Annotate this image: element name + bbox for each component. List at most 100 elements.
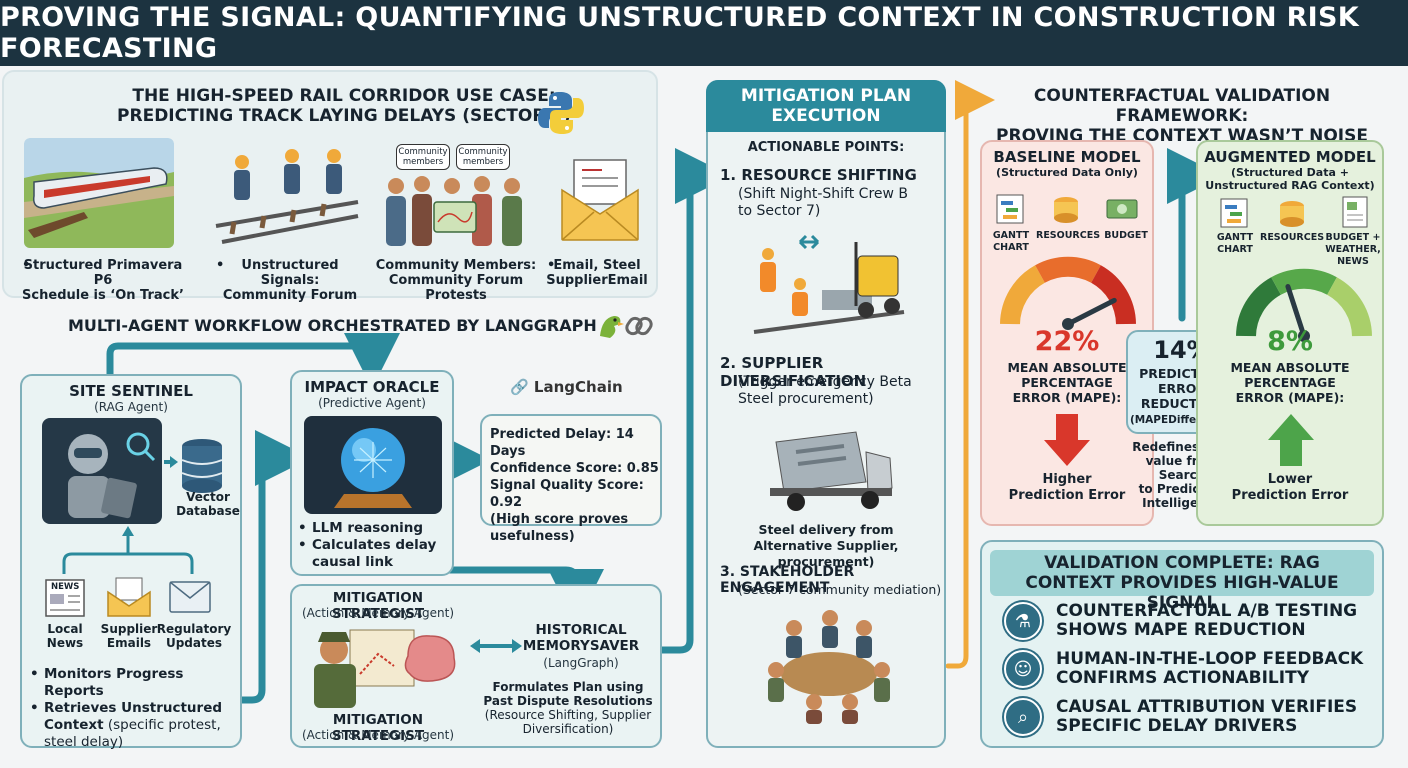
validation-complete-panel: VALIDATION COMPLETE: RAG CONTEXT PROVIDE… (980, 540, 1384, 748)
baseline-gauge (1000, 256, 1136, 330)
a-gantt-2: CHART (1217, 244, 1253, 255)
vector-database-icon (164, 439, 223, 493)
b-gantt-2: CHART (993, 242, 1029, 253)
site-sentinel-bullet-2: Retrieves Unstructured Context (specific… (30, 700, 240, 751)
bullet-dot: • (216, 258, 225, 273)
augmented-result: Lower Prediction Error (1198, 472, 1382, 504)
use-case-item-4-line1: Email, Steel (553, 258, 641, 273)
site-sentinel-title: SITE SENTINEL (69, 382, 193, 400)
parrot-link-icon (600, 316, 653, 338)
use-case-heading-line1: THE HIGH-SPEED RAIL CORRIDOR USE CASE: (132, 86, 556, 106)
strategist-caption-title: MITIGATION STRATEGIST (331, 712, 425, 744)
magnifier-icon: ⌕ (1004, 698, 1042, 736)
arrow-sentinel-to-oracle-lower (228, 430, 311, 704)
mitigation-strategist-title: MITIGATION STRATEGIST (331, 590, 425, 622)
point-2-desc: (Trigger emergency Beta Steel procuremen… (738, 374, 912, 408)
use-case-item-3-label: Community Members: Community Forum Prote… (366, 258, 546, 303)
strategist-caption-subtitle: (Action & Memory Agent) (301, 728, 455, 742)
a-result-2: Prediction Error (1231, 488, 1349, 503)
site-sentinel-bullets: Monitors Progress Reports Retrieves Unst… (30, 666, 240, 751)
head-gear-icon: ☺ (1004, 650, 1042, 688)
mitigation-plan-header: MITIGATION PLAN EXECUTION (706, 80, 946, 132)
speech-bubble-2: Community members (456, 144, 510, 170)
prediction-note-1: (High score proves (490, 512, 629, 527)
source-local-news: Local News (32, 622, 98, 650)
use-case-item-2-label: Unstructured Signals: Community Forum (210, 258, 370, 303)
down-arrow-icon (1044, 414, 1090, 466)
point-1-line-1: (Shift Night-Shift Crew B (738, 186, 909, 202)
augmented-mape-value: 8% (1267, 326, 1313, 357)
baseline-title: BASELINE MODEL (993, 148, 1141, 166)
source-supplier-emails: Supplier Emails (96, 622, 162, 650)
vi1-l2: SHOWS MAPE REDUCTION (1056, 620, 1306, 640)
plan-line-4: Diversification) (522, 722, 614, 736)
arrow-to-mitigation-plan (658, 148, 731, 654)
baseline-icon-label-2: RESOURCES (1036, 230, 1101, 241)
validation-heading-1: COUNTERFACTUAL VALIDATION FRAMEWORK: (1033, 86, 1331, 126)
crystal-ball-icon (304, 416, 442, 514)
community-icon (386, 176, 522, 246)
title-bar: PROVING THE SIGNAL: QUANTIFYING UNSTRUCT… (0, 0, 1408, 66)
point-2-title: 2. SUPPLIER DIVERSIFICATION (720, 354, 867, 390)
page-title: PROVING THE SIGNAL: QUANTIFYING UNSTRUCT… (0, 2, 1359, 64)
a-bw-3: NEWS (1337, 256, 1369, 267)
use-case-item-1-line1: Structured Primavera P6 (23, 258, 183, 288)
actionable-points-label: ACTIONABLE POINTS: (747, 140, 905, 155)
vector-db-line2: Database (176, 504, 240, 518)
use-case-item-2-line1: Unstructured Signals: (241, 258, 339, 288)
b-result-2: Prediction Error (1008, 488, 1126, 503)
email-icon (561, 159, 639, 241)
vector-database-label: Vector Database (170, 490, 246, 518)
point-2-line-1: (Trigger emergency Beta (738, 374, 912, 390)
b-result-1: Higher (1042, 472, 1092, 487)
baseline-subtitle: (Structured Data Only) (996, 166, 1138, 179)
baseline-model-panel: BASELINE MODEL (Structured Data Only) GA… (980, 140, 1154, 526)
source-2-line1: Supplier (100, 622, 158, 636)
gantt-icon (996, 194, 1024, 224)
site-sentinel-panel: SITE SENTINEL (RAG Agent) Vector Databas… (20, 374, 242, 751)
link-icon: 🔗 (510, 378, 529, 396)
point-3-title: 3. STAKEHOLDER ENGAGEMENT (720, 564, 855, 596)
plan-line-1: Formulates Plan using (492, 680, 644, 694)
source-regulatory-updates: Regulatory Updates (156, 622, 232, 650)
baseline-mape-label: MEAN ABSOLUTE PERCENTAGE ERROR (MAPE): (982, 360, 1152, 405)
augmented-title: AUGMENTED MODEL (1204, 148, 1376, 166)
site-sentinel-subtitle: (RAG Agent) (94, 400, 168, 414)
prediction-signal-quality: Signal Quality Score: 0.92 (490, 478, 644, 510)
vi3-l1: CAUSAL ATTRIBUTION VERIFIES (1056, 697, 1358, 717)
validation-complete-title: VALIDATION COMPLETE: RAG CONTEXT PROVIDE… (990, 550, 1374, 613)
supplier-email-icon (107, 577, 151, 617)
meeting-icon (768, 610, 890, 724)
memory-saver-title: HISTORICAL MEMORYSAVER (510, 622, 652, 654)
workers-icon (215, 149, 359, 244)
up-arrow-icon (1268, 414, 1314, 466)
vi2-l1: HUMAN-IN-THE-LOOP FEEDBACK (1056, 649, 1364, 669)
vi1-l1: COUNTERFACTUAL A/B TESTING (1056, 601, 1358, 621)
budget-icon (1106, 199, 1138, 219)
a-sub-1: (Structured Data + (1231, 166, 1349, 179)
augmented-mape-label: MEAN ABSOLUTE PERCENTAGE ERROR (MAPE): (1198, 360, 1382, 405)
a-sub-2: Unstructured RAG Context) (1205, 179, 1375, 192)
memory-title-2: MEMORYSAVER (522, 638, 640, 654)
use-case-heading: THE HIGH-SPEED RAIL CORRIDOR USE CASE: P… (64, 86, 624, 126)
budget-weather-icon (1342, 196, 1368, 228)
augmented-gauge (1236, 268, 1372, 342)
forklift-icon (753, 234, 905, 334)
memory-title-1: HISTORICAL (535, 622, 627, 638)
robot-agent-icon (42, 418, 162, 524)
news-icon (45, 579, 85, 617)
prediction-note-2: usefulness) (490, 529, 575, 544)
resources-icon (1054, 197, 1078, 223)
truck-caption-2: Alternative Supplier, procurement) (753, 538, 899, 569)
plan-title-1: MITIGATION PLAN (740, 86, 912, 106)
point-1-title: 1. RESOURCE SHIFTING (720, 166, 917, 184)
use-case-item-3-line2: Community Forum Protests (388, 273, 524, 303)
a-bw-2: WEATHER, (1325, 244, 1381, 255)
augmented-needle (1285, 284, 1307, 339)
source-2-line2: Emails (106, 636, 152, 650)
